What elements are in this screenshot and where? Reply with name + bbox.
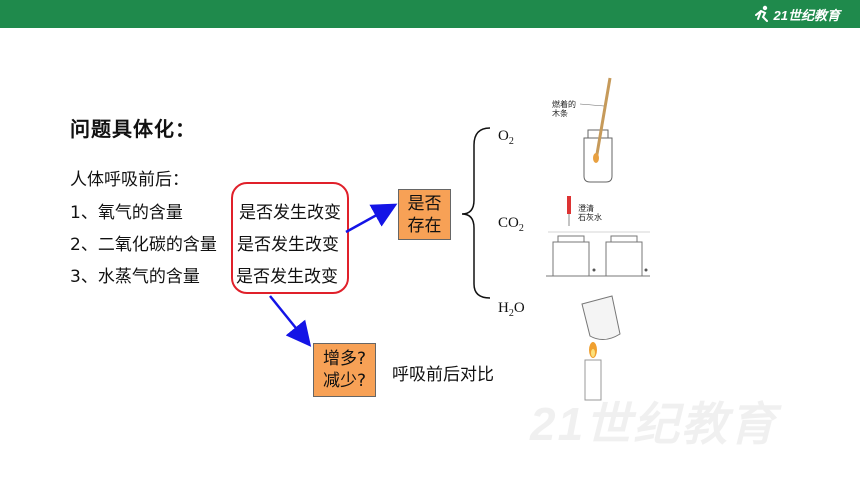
exist-question-box: 是否 存在 bbox=[398, 189, 451, 240]
brand-logo-text: 21世纪教育 bbox=[773, 7, 840, 23]
compare-text: 呼吸前后对比 bbox=[392, 365, 494, 385]
item-co2: 2、二氧化碳的含量 bbox=[70, 235, 217, 255]
item-oxygen: 1、氧气的含量 bbox=[70, 203, 183, 223]
gas-label-o2: O2 bbox=[498, 128, 514, 147]
gas-label-h2o: H2O bbox=[498, 300, 525, 319]
gas-label-co2: CO2 bbox=[498, 215, 524, 234]
item-oxygen-change: 是否发生改变 bbox=[239, 203, 341, 223]
limewater-label-line2: 石灰水 bbox=[578, 213, 602, 222]
limewater-label: 澄清 石灰水 bbox=[578, 204, 602, 222]
amount-question-box: 增多? 减少? bbox=[313, 343, 376, 397]
gas-h2o-sub: 2 bbox=[508, 308, 514, 319]
exist-box-line2: 存在 bbox=[407, 216, 442, 236]
co2-test-illustration bbox=[546, 196, 650, 277]
intro-line: 人体呼吸前后： bbox=[70, 170, 189, 190]
gas-co2-sub: 2 bbox=[518, 223, 524, 234]
item-water-change: 是否发生改变 bbox=[236, 267, 338, 287]
exist-box-line1: 是否 bbox=[407, 194, 442, 214]
gas-o2-sub: 2 bbox=[508, 136, 514, 147]
grouping-brace bbox=[461, 127, 491, 299]
brand-logo: 21世纪教育 bbox=[753, 3, 840, 25]
water-test-illustration bbox=[581, 295, 621, 401]
arrow-to-amount bbox=[269, 295, 312, 347]
watermark: 21世纪教育 bbox=[530, 398, 778, 450]
gas-co2-base: CO bbox=[498, 215, 519, 231]
runner-icon bbox=[754, 5, 768, 22]
item-co2-change: 是否发生改变 bbox=[237, 235, 339, 255]
splint-label-line1: 燃着的 bbox=[552, 100, 576, 109]
change-question-box bbox=[231, 182, 349, 294]
item-water: 3、水蒸气的含量 bbox=[70, 267, 200, 287]
gas-h2o-tail: O bbox=[513, 300, 525, 316]
oxygen-test-illustration bbox=[579, 77, 613, 183]
header-bar: 21世纪教育 bbox=[0, 0, 860, 28]
arrow-to-exist bbox=[345, 203, 398, 234]
amount-box-line1: 增多? bbox=[322, 349, 367, 369]
slide-title: 问题具体化： bbox=[70, 117, 196, 141]
gas-o2-base: O bbox=[498, 128, 509, 144]
amount-box-line2: 减少? bbox=[322, 371, 367, 391]
limewater-label-line1: 澄清 bbox=[578, 204, 594, 213]
splint-label-line2: 木条 bbox=[552, 109, 568, 118]
gas-h2o-base: H bbox=[498, 300, 509, 316]
splint-label: 燃着的 木条 bbox=[552, 100, 576, 118]
